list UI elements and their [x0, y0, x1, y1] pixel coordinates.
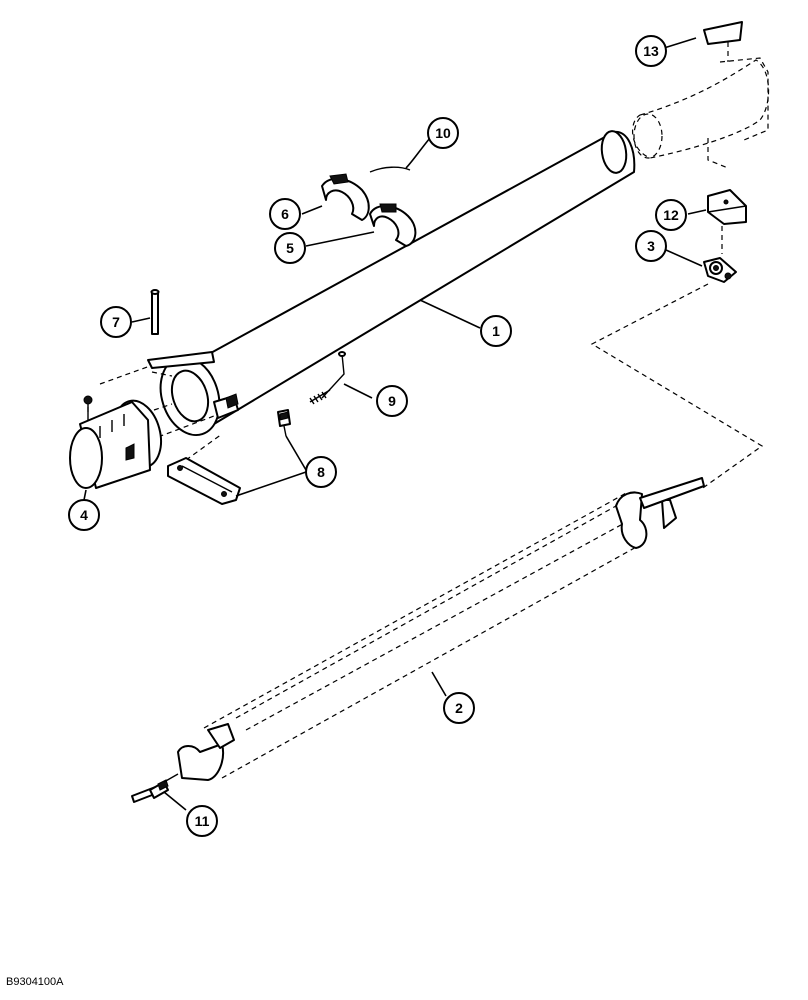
- svg-text:13: 13: [643, 43, 659, 59]
- top-shield-13: [632, 21, 770, 169]
- auger-flighting-2: [177, 477, 705, 781]
- bearing-3: [703, 257, 737, 283]
- svg-text:12: 12: [663, 207, 679, 223]
- svg-text:1: 1: [492, 323, 500, 339]
- pin-7: [150, 289, 160, 335]
- clamp-band-6: [321, 173, 370, 221]
- callout-part-6[interactable]: 6: [269, 198, 301, 230]
- gearbox-4: [69, 395, 163, 489]
- svg-text:10: 10: [435, 125, 451, 141]
- clamp-band-5: [369, 203, 417, 247]
- cable-10: [369, 166, 411, 173]
- svg-text:5: 5: [286, 240, 294, 256]
- sensor-8: [277, 409, 291, 437]
- callout-part-4[interactable]: 4: [68, 499, 100, 531]
- assembly-lines-right: [590, 283, 764, 491]
- callout-part-5[interactable]: 5: [274, 232, 306, 264]
- callout-part-1[interactable]: 1: [480, 315, 512, 347]
- callout-part-12[interactable]: 12: [655, 199, 687, 231]
- stub-shaft-11: [131, 773, 179, 803]
- callout-part-3[interactable]: 3: [635, 230, 667, 262]
- bracket-12: [707, 189, 747, 254]
- figure-code: B9304100A: [6, 976, 64, 988]
- svg-text:3: 3: [647, 238, 655, 254]
- callout-part-8[interactable]: 8: [305, 456, 337, 488]
- svg-text:7: 7: [112, 314, 120, 330]
- callout-part-11[interactable]: 11: [186, 805, 218, 837]
- callout-part-7[interactable]: 7: [100, 306, 132, 338]
- callout-part-9[interactable]: 9: [376, 385, 408, 417]
- auger-tube-1: [147, 130, 636, 437]
- mounting-bracket-8: [167, 457, 241, 505]
- callout-part-10[interactable]: 10: [427, 117, 459, 149]
- spring-rod-9: [309, 351, 346, 405]
- svg-text:9: 9: [388, 393, 396, 409]
- svg-text:11: 11: [195, 813, 210, 829]
- svg-text:2: 2: [455, 700, 463, 716]
- callout-part-2[interactable]: 2: [443, 692, 475, 724]
- svg-text:8: 8: [317, 464, 325, 480]
- leader-lines: [83, 37, 707, 811]
- svg-text:6: 6: [281, 206, 289, 222]
- svg-text:4: 4: [80, 507, 88, 523]
- callout-part-13[interactable]: 13: [635, 35, 667, 67]
